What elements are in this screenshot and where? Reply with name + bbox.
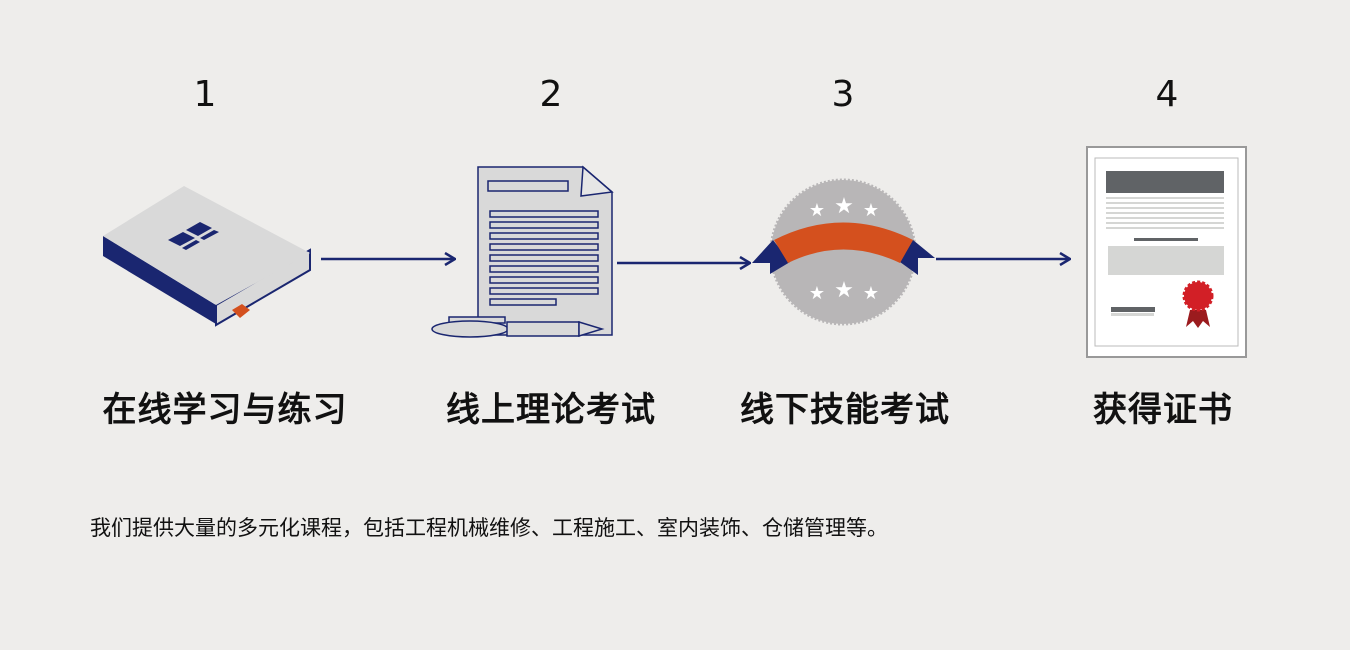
book-icon — [103, 186, 311, 327]
svg-text:★: ★ — [863, 200, 879, 221]
svg-text:★: ★ — [834, 194, 854, 219]
step-number-3: 3 — [831, 74, 855, 115]
step-label-3: 线下技能考试 — [740, 390, 950, 430]
svg-text:★: ★ — [809, 200, 825, 221]
svg-text:★: ★ — [809, 283, 825, 304]
document-pen-icon — [431, 165, 614, 338]
seal-ribbon-icon: ★ ★ ★ ★ ★ ★ — [752, 178, 935, 326]
step-label-1: 在线学习与练习 — [102, 390, 348, 430]
step-label-2: 线上理论考试 — [446, 390, 656, 430]
certificate-icon — [1086, 146, 1247, 358]
step-number-1: 1 — [193, 74, 217, 115]
step-label-4: 获得证书 — [1093, 390, 1233, 430]
svg-text:★: ★ — [863, 283, 879, 304]
step-number-2: 2 — [539, 74, 563, 115]
step-number-4: 4 — [1155, 74, 1179, 115]
svg-text:★: ★ — [834, 278, 854, 303]
description-text: 我们提供大量的多元化课程，包括工程机械维修、工程施工、室内装饰、仓储管理等。 — [90, 516, 888, 540]
